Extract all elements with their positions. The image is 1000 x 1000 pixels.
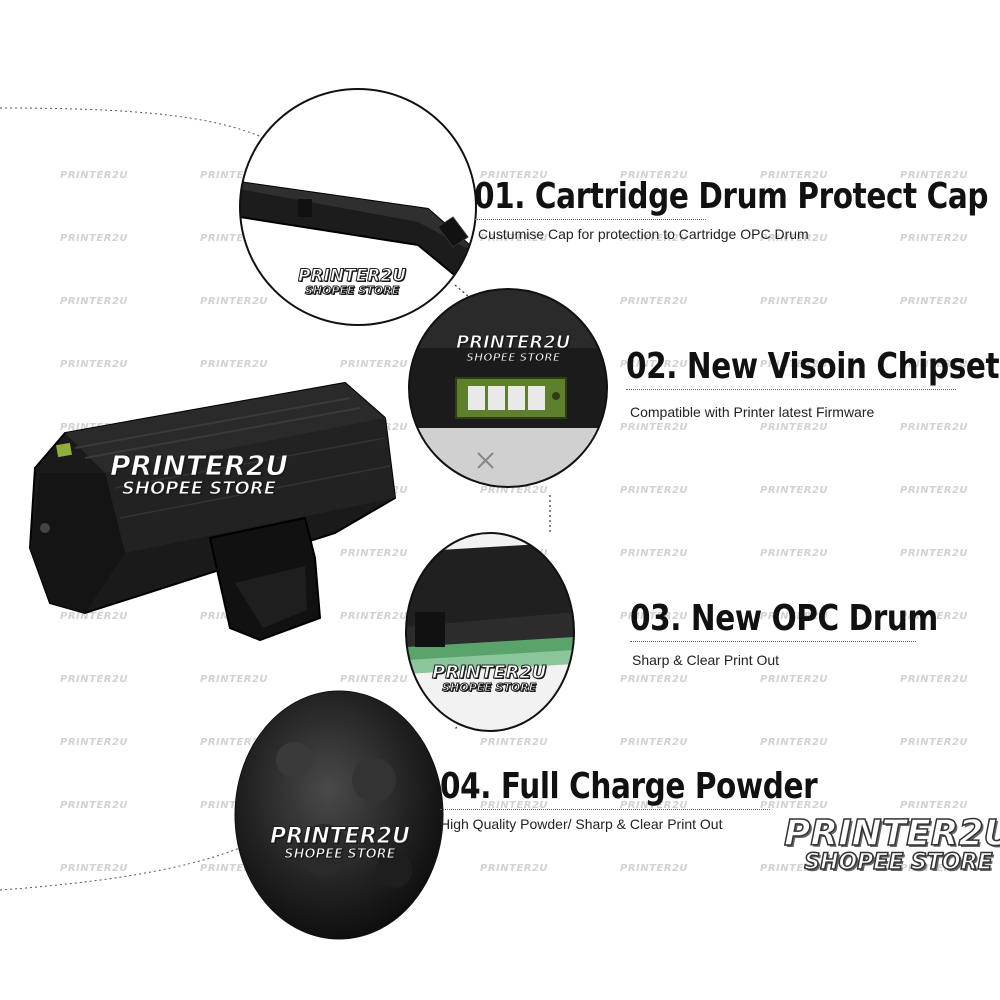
opc-drum-image (405, 532, 575, 732)
toner-powder-image (234, 690, 444, 940)
drum-protect-cap-image (239, 88, 477, 326)
chipset-image (408, 288, 608, 488)
feature-1-title: 01. Cartridge Drum Protect Cap (474, 176, 989, 217)
feature-2-desc: Compatible with Printer latest Firmware (630, 404, 875, 420)
feature-4-title: 04. Full Charge Powder (440, 766, 818, 807)
feature-3: 03. New OPC Drum Sharp & Clear Print Out (630, 598, 938, 668)
brand-mark-powder: PRINTER2U SHOPEE STORE (270, 824, 411, 862)
brand-mark-cap: PRINTER2U SHOPEE STORE (297, 266, 407, 297)
feature-3-divider (630, 641, 916, 642)
feature-3-title: 03. New OPC Drum (630, 598, 938, 639)
feature-2-divider (626, 389, 956, 390)
feature-1-divider (474, 219, 706, 220)
brand-mark-cartridge: PRINTER2U SHOPEE STORE (110, 449, 289, 499)
feature-1-desc: Custumise Cap for protection to Cartridg… (478, 226, 809, 242)
feature-2: 02. New Visoin Chipset Compatible with P… (626, 346, 1000, 420)
feature-4-divider (440, 809, 770, 810)
feature-4: 04. Full Charge Powder High Quality Powd… (440, 766, 818, 832)
brand-logo: PRINTER2U SHOPEE STORE (783, 813, 1000, 875)
brand-mark-chip: PRINTER2U SHOPEE STORE (455, 332, 571, 364)
brand-mark-drum: PRINTER2U SHOPEE STORE (431, 662, 547, 694)
feature-2-title: 02. New Visoin Chipset (626, 346, 1000, 387)
feature-3-desc: Sharp & Clear Print Out (632, 652, 780, 668)
toner-cartridge-image (28, 381, 397, 642)
feature-4-desc: High Quality Powder/ Sharp & Clear Print… (440, 816, 723, 832)
feature-1: 01. Cartridge Drum Protect Cap Custumise… (474, 176, 989, 242)
